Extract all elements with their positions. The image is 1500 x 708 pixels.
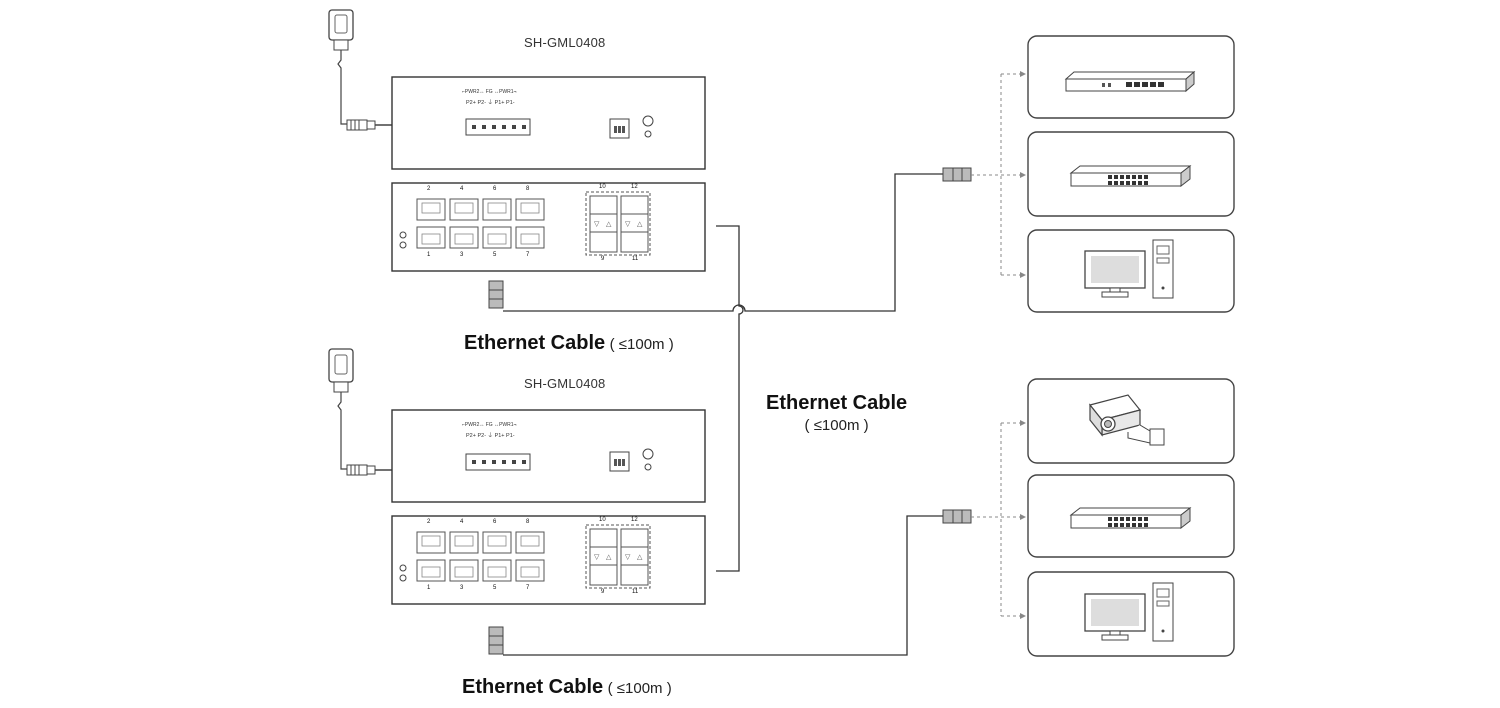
port-number: 3 <box>460 252 464 258</box>
port-number: 2 <box>427 519 431 525</box>
sfp-number: 10 <box>599 517 606 523</box>
switch-top-front-panel: ▽ △ ▽ △ <box>391 182 706 272</box>
device-box-switch-top <box>1027 131 1235 217</box>
cable-label-middle: Ethernet Cable ( ≤100m ) <box>766 392 907 434</box>
port-number: 3 <box>460 585 464 591</box>
svg-text:P2+ P2- ⏚ P1+ P1-: P2+ P2- ⏚ P1+ P1- <box>466 99 515 106</box>
rj45-connector-bottom <box>488 626 504 655</box>
port-number: 6 <box>493 186 497 192</box>
cable-bottom-uplink <box>503 515 943 656</box>
svg-text:▽: ▽ <box>594 554 600 561</box>
sfp-number: 10 <box>599 184 606 190</box>
connector-plug-bottom <box>942 509 972 524</box>
cable-distance: ( ≤100m ) <box>609 336 674 353</box>
switch-top-model-label: SH-GML0408 <box>524 35 606 50</box>
cable-distance: ( ≤100m ) <box>804 417 869 434</box>
svg-text:▽: ▽ <box>594 221 600 228</box>
port-number: 7 <box>526 252 530 258</box>
dotted-distribution-top <box>971 73 1020 276</box>
cable-switch-link <box>716 225 744 572</box>
switch-icon <box>1069 164 1192 188</box>
arrowheads <box>1020 71 1026 619</box>
port-number: 6 <box>493 519 497 525</box>
camera-icon <box>1088 394 1165 446</box>
switch-bottom-model-label: SH-GML0408 <box>524 376 606 391</box>
sfp-number: 12 <box>631 184 638 190</box>
cable-top-uplink <box>503 173 943 312</box>
router-icon <box>1064 70 1196 93</box>
sfp-number: 9 <box>601 589 605 595</box>
device-box-router <box>1027 35 1235 119</box>
port-number: 4 <box>460 186 464 192</box>
computer-icon <box>1084 582 1174 642</box>
port-number: 5 <box>493 252 497 258</box>
device-box-computer-bottom <box>1027 571 1235 657</box>
port-number: 8 <box>526 186 530 192</box>
sfp-number: 9 <box>601 256 605 262</box>
svg-text:△: △ <box>606 221 612 228</box>
power-adapter-bottom <box>328 348 392 476</box>
cable-label-bottom: Ethernet Cable ( ≤100m ) <box>462 676 672 699</box>
sfp-number: 11 <box>632 589 639 595</box>
sfp-number: 11 <box>632 256 639 262</box>
rj45-connector-top <box>488 280 504 309</box>
cable-title: Ethernet Cable <box>766 392 908 414</box>
svg-text:⌐PWR2↔ FG ↔PWR1¬: ⌐PWR2↔ FG ↔PWR1¬ <box>462 89 517 95</box>
power-adapter-top <box>328 9 392 131</box>
port-number: 7 <box>526 585 530 591</box>
svg-text:P2+ P2- ⏚ P1+ P1-: P2+ P2- ⏚ P1+ P1- <box>466 432 515 439</box>
device-box-computer-top <box>1027 229 1235 313</box>
svg-text:⌐PWR2↔ FG ↔PWR1¬: ⌐PWR2↔ FG ↔PWR1¬ <box>462 422 517 428</box>
svg-text:△: △ <box>637 554 643 561</box>
switch-top-upper-panel: ⌐PWR2↔ FG ↔PWR1¬ P2+ P2- ⏚ P1+ P1- <box>391 76 706 170</box>
switch-icon <box>1069 506 1192 530</box>
cable-label-top: Ethernet Cable ( ≤100m ) <box>464 332 674 355</box>
cable-distance: ( ≤100m ) <box>607 680 672 697</box>
port-number: 8 <box>526 519 530 525</box>
cable-title: Ethernet Cable <box>462 676 604 698</box>
device-box-switch-bottom <box>1027 474 1235 558</box>
svg-text:△: △ <box>637 221 643 228</box>
port-number: 5 <box>493 585 497 591</box>
device-box-camera <box>1027 378 1235 464</box>
cable-title: Ethernet Cable <box>464 332 606 354</box>
switch-bottom-upper-panel: ⌐PWR2↔ FG ↔PWR1¬ P2+ P2- ⏚ P1+ P1- <box>391 409 706 503</box>
dotted-distribution-bottom <box>971 422 1020 617</box>
port-number: 4 <box>460 519 464 525</box>
sfp-number: 12 <box>631 517 638 523</box>
svg-text:▽: ▽ <box>625 554 631 561</box>
connector-plug-top <box>942 167 972 182</box>
svg-text:△: △ <box>606 554 612 561</box>
svg-text:▽: ▽ <box>625 221 631 228</box>
computer-icon <box>1084 239 1174 299</box>
switch-bottom-front-panel: ▽ △ ▽ △ <box>391 515 706 605</box>
port-number: 1 <box>427 252 431 258</box>
port-number: 1 <box>427 585 431 591</box>
port-number: 2 <box>427 186 431 192</box>
